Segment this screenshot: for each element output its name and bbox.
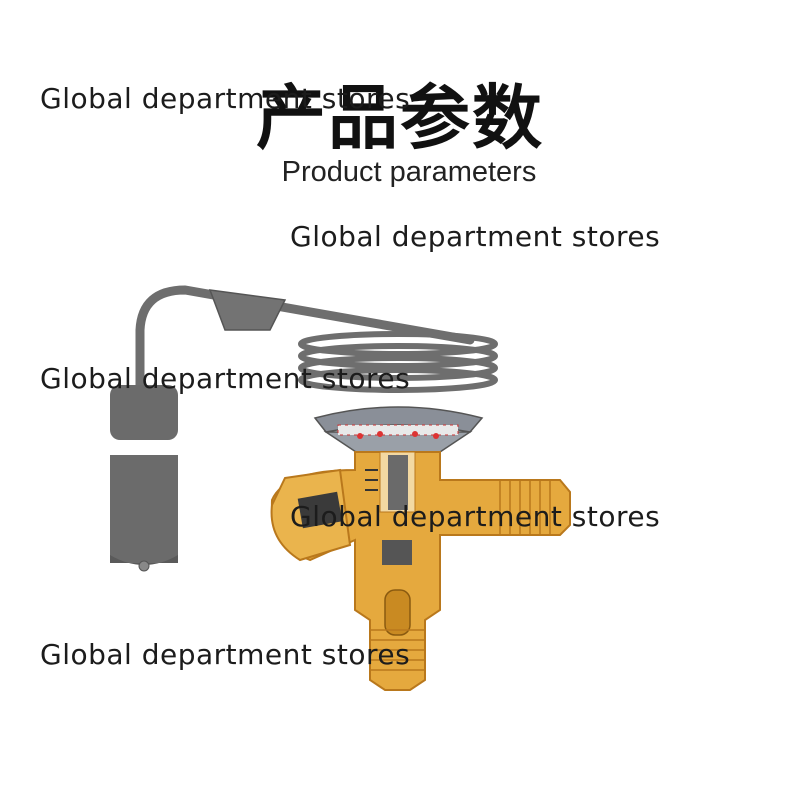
watermark-text: Global department stores	[290, 220, 661, 253]
sensing-bulb	[110, 385, 180, 572]
watermark-text: Global department stores	[290, 500, 661, 533]
watermark-text: Global department stores	[40, 638, 411, 671]
watermark-text: Global department stores	[40, 362, 411, 395]
diaphragm-head	[313, 406, 484, 453]
page-title-en: Product parameters	[281, 156, 537, 188]
page-title-cn: 产品参数	[256, 77, 544, 159]
watermark-text: Global department stores	[40, 82, 411, 115]
valve-body	[270, 451, 571, 691]
capillary-coil	[298, 331, 498, 393]
capillary-tube	[135, 285, 475, 400]
